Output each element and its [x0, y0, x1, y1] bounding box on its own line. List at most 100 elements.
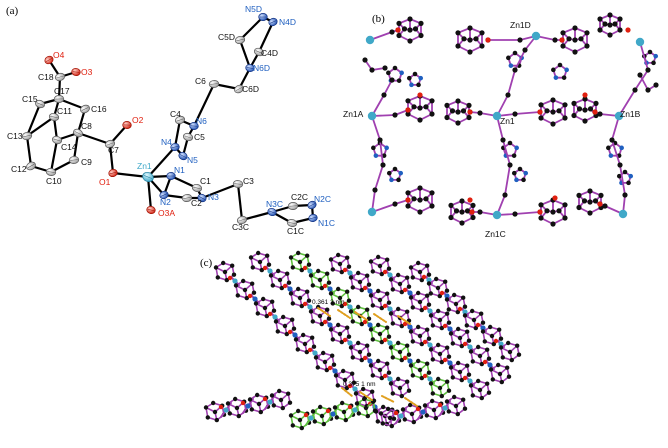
atom — [287, 329, 293, 335]
atom — [230, 263, 235, 268]
bond — [639, 74, 649, 91]
atom — [498, 345, 504, 350]
atom — [411, 419, 416, 425]
bond — [192, 82, 216, 128]
atom — [390, 355, 395, 360]
atom — [334, 415, 339, 420]
atom — [310, 409, 316, 414]
atom — [366, 352, 372, 357]
atom — [303, 412, 309, 418]
atom — [296, 250, 301, 256]
atom — [396, 32, 402, 39]
atom — [346, 264, 352, 269]
atom — [272, 314, 278, 320]
atom — [492, 210, 502, 220]
atom — [356, 411, 361, 416]
atom — [473, 325, 478, 331]
atom-label: C11 — [57, 106, 72, 116]
atom-label: C3 — [243, 176, 254, 186]
atom — [444, 102, 450, 108]
atom — [425, 293, 430, 298]
atom-label: N5D — [245, 4, 262, 14]
atom — [437, 402, 443, 408]
atom — [602, 203, 608, 209]
atom — [356, 270, 361, 276]
atom — [446, 409, 451, 414]
atom — [417, 367, 423, 373]
atom — [372, 187, 378, 193]
atom — [477, 387, 483, 393]
bond — [173, 118, 182, 149]
atom — [445, 345, 450, 350]
atom — [352, 407, 358, 413]
atom — [375, 419, 380, 424]
atom-label: N4D — [279, 17, 296, 27]
atom — [388, 311, 394, 316]
atom — [325, 408, 331, 414]
atom — [392, 201, 398, 207]
atom — [328, 327, 334, 332]
atom — [479, 311, 484, 316]
atom — [366, 282, 372, 287]
atom — [354, 401, 360, 406]
atom — [508, 63, 514, 68]
atom — [445, 379, 450, 384]
atom — [509, 357, 514, 363]
atom — [271, 308, 277, 313]
atom — [286, 391, 291, 396]
atom — [330, 337, 335, 342]
atom — [318, 404, 323, 410]
atom — [617, 16, 623, 22]
atom — [275, 329, 280, 334]
atom — [538, 202, 544, 208]
atom — [505, 365, 510, 370]
atom — [457, 335, 463, 341]
atom — [324, 367, 329, 373]
atom — [256, 401, 262, 407]
atom — [422, 373, 428, 379]
atom — [315, 365, 320, 370]
atom — [410, 275, 415, 280]
atom-label: C2 — [191, 198, 202, 208]
atom — [408, 295, 414, 300]
atom — [571, 112, 577, 119]
atom — [428, 347, 434, 352]
atom — [459, 209, 465, 215]
atom — [480, 320, 486, 325]
atom — [436, 308, 441, 314]
atom — [232, 278, 238, 284]
atom — [457, 369, 463, 375]
atom — [261, 296, 266, 302]
atom — [496, 362, 501, 368]
atom — [356, 304, 361, 310]
atom — [387, 376, 393, 382]
atom — [552, 37, 558, 43]
atom — [523, 170, 529, 176]
atom — [333, 373, 339, 378]
atom — [490, 377, 495, 382]
atom — [340, 400, 345, 406]
atom — [386, 300, 392, 305]
atom — [332, 368, 338, 374]
atom — [597, 201, 603, 207]
atom — [325, 307, 330, 312]
bond — [639, 41, 649, 71]
atom — [390, 391, 395, 396]
atom — [270, 299, 275, 304]
atom — [427, 308, 433, 314]
atom — [380, 162, 386, 168]
atom — [479, 30, 485, 36]
atom — [424, 413, 429, 418]
atom — [376, 358, 381, 364]
atom — [609, 137, 615, 143]
atom — [506, 55, 511, 61]
distance-label: 0.361 3 nm — [312, 299, 345, 306]
panel-c-packing — [203, 250, 522, 431]
atom — [433, 415, 438, 421]
atom — [632, 87, 638, 93]
atom — [365, 343, 370, 348]
atom — [550, 109, 556, 115]
atom — [467, 25, 473, 31]
atom — [346, 334, 352, 339]
atom — [450, 375, 455, 380]
